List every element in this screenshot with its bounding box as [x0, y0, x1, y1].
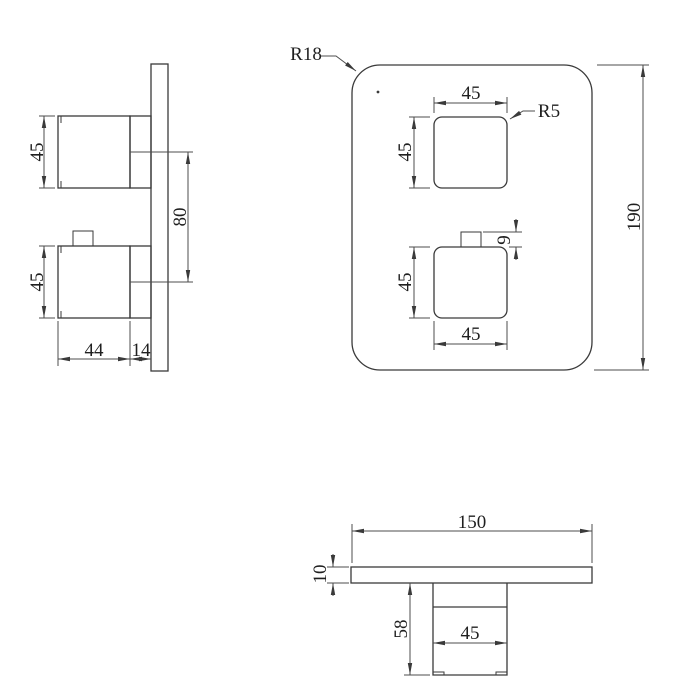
front-knob2-tab [460, 231, 482, 248]
dim-plate-width-label: 150 [458, 512, 487, 533]
dim-base-depth-label: 14 [132, 340, 152, 361]
dim-front-knob2-width-label: 45 [462, 324, 481, 345]
extension-line [39, 115, 55, 189]
dim-knob-total-depth-label: 58 [391, 620, 412, 639]
stray-mark [376, 90, 380, 94]
dim-front-knob1-height-label: 45 [395, 143, 416, 162]
side-plate [150, 63, 169, 372]
knob-radius-label: R5 [538, 101, 560, 122]
dim-knob-spacing-label: 80 [170, 208, 191, 227]
bottom-plate [350, 566, 593, 584]
front-knob2 [433, 246, 508, 319]
extension-line [130, 151, 193, 283]
bottom-view: 150 10 58 45 [310, 512, 593, 676]
dim-bottom-knob-width-label: 45 [461, 623, 480, 644]
dim-side-knob2-height-label: 45 [27, 273, 48, 292]
dim-tab-protrusion-label: 9 [494, 235, 515, 245]
leader-line [509, 110, 535, 120]
extension-line [39, 245, 55, 319]
front-view: R18 R5 45 45 45 45 9 190 [290, 44, 649, 371]
side-knob2-tab [72, 230, 94, 247]
front-plate [351, 64, 593, 371]
knob-corner-notches [433, 671, 507, 675]
extension-line [594, 64, 649, 371]
front-knob1 [433, 116, 508, 189]
side-knob2-body [57, 245, 131, 319]
leader-line [321, 55, 357, 72]
dim-knob-depth-label: 44 [85, 340, 105, 361]
dim-plate-thickness-label: 10 [310, 565, 331, 584]
dim-front-knob2-height-label: 45 [395, 273, 416, 292]
bottom-knob [432, 583, 508, 676]
side-view: 45 45 80 44 14 [27, 63, 193, 372]
side-knob1-body [57, 115, 131, 189]
plate-radius-label: R18 [290, 44, 322, 65]
dim-front-knob1-width-label: 45 [462, 83, 481, 104]
extension-line [327, 566, 349, 584]
dim-plate-height-label: 190 [624, 203, 645, 232]
dim-side-knob1-height-label: 45 [27, 143, 48, 162]
